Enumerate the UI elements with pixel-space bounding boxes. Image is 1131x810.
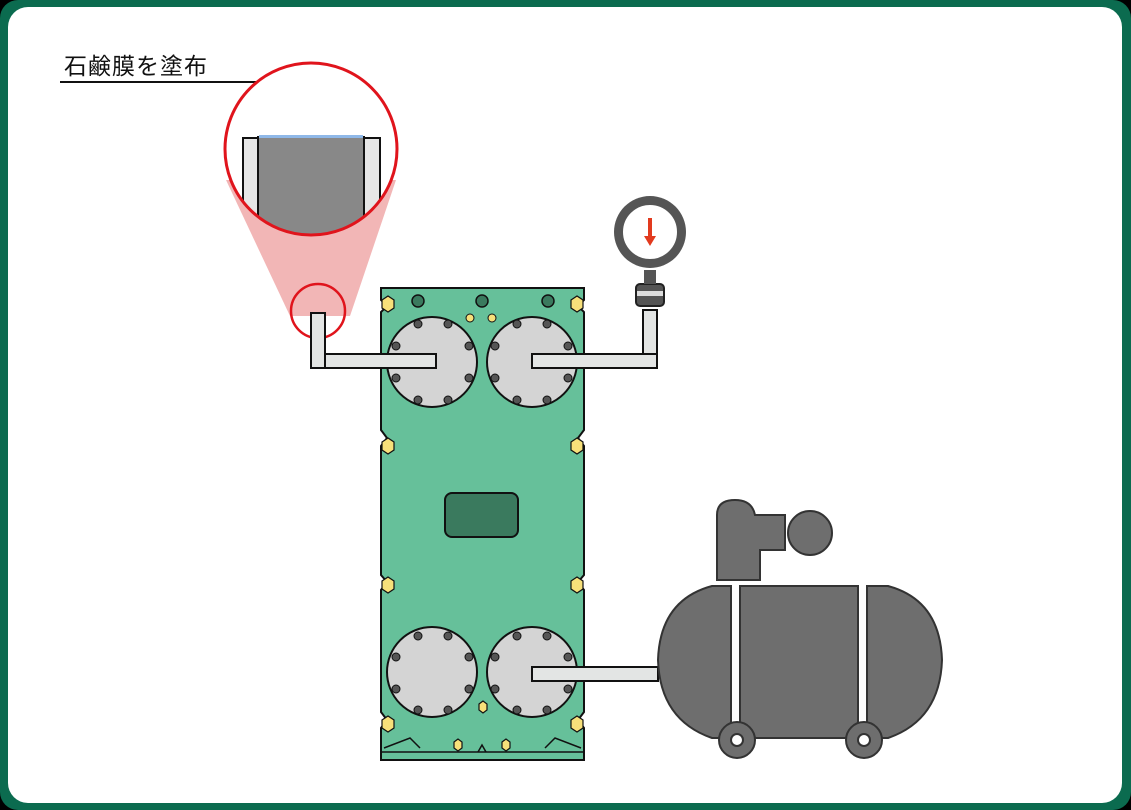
- soap-film: [259, 135, 363, 138]
- pressure-gauge: [614, 196, 686, 307]
- air-compressor: [656, 498, 944, 759]
- port-disc-bottom-left: [386, 626, 478, 718]
- pipe-to-compressor: [531, 666, 659, 682]
- gauge-needle-icon: [644, 218, 656, 246]
- callout-label: 石鹸膜を塗布: [64, 54, 208, 80]
- nameplate-window: [444, 492, 519, 538]
